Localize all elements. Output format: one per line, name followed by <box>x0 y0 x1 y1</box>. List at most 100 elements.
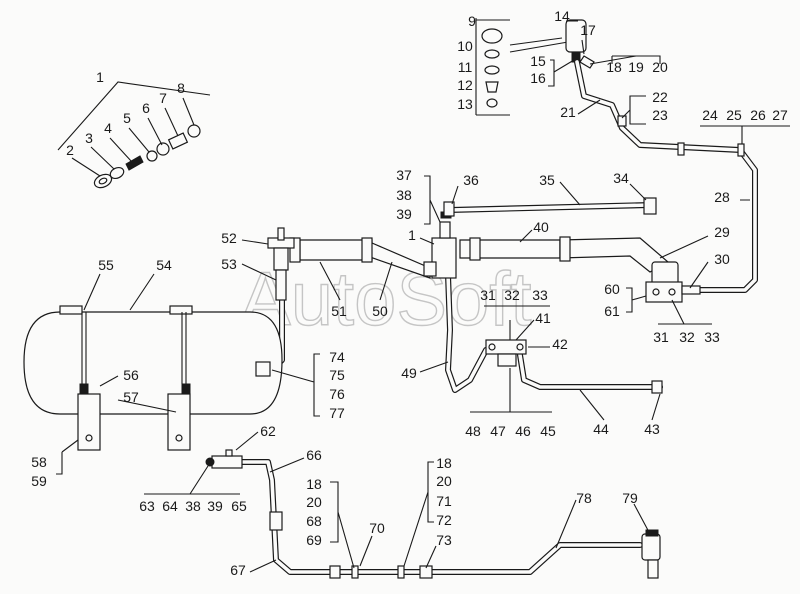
callout-p13: 13 <box>457 96 473 112</box>
callout-p38b: 38 <box>185 498 201 514</box>
callout-p37: 37 <box>396 167 412 183</box>
valve-kit-assembly <box>57 81 211 189</box>
callout-p53: 53 <box>221 256 237 272</box>
watermark: AutoSoft <box>240 257 532 342</box>
callout-p46: 46 <box>515 423 531 439</box>
callout-p61: 61 <box>604 303 620 319</box>
callout-p23: 23 <box>652 107 668 123</box>
callout-p76: 76 <box>329 386 345 402</box>
callout-p43: 43 <box>644 421 660 437</box>
callout-p18: 18 <box>606 59 622 75</box>
callout-p34: 34 <box>613 170 629 186</box>
callout-p39a: 39 <box>396 206 412 222</box>
callout-p29: 29 <box>714 224 730 240</box>
callout-p65: 65 <box>231 498 247 514</box>
callout-p68: 68 <box>306 513 322 529</box>
callout-p39b: 39 <box>207 498 223 514</box>
callout-p78: 78 <box>576 490 592 506</box>
main-air-hose <box>289 236 670 279</box>
callout-p33a: 33 <box>532 287 548 303</box>
callout-p6: 6 <box>142 100 150 116</box>
water-separator <box>485 320 527 367</box>
callout-p75: 75 <box>329 367 345 383</box>
callout-p28: 28 <box>714 189 730 205</box>
callout-p20c: 20 <box>436 473 452 489</box>
callout-p20b: 20 <box>306 494 322 510</box>
pipework <box>237 59 758 575</box>
callout-p42: 42 <box>552 336 568 352</box>
callout-p67: 67 <box>230 562 246 578</box>
callout-p22: 22 <box>652 89 668 105</box>
callout-p1b: 1 <box>408 227 416 243</box>
callout-p71: 71 <box>436 493 452 509</box>
coupling-head-79 <box>641 529 661 579</box>
callout-p62: 62 <box>260 423 276 439</box>
coupling-62 <box>205 449 243 469</box>
callout-p20: 20 <box>652 59 668 75</box>
callout-p12: 12 <box>457 77 473 93</box>
callout-p7: 7 <box>159 90 167 106</box>
tank-valve <box>267 227 295 301</box>
callout-p38a: 38 <box>396 187 412 203</box>
callout-p25: 25 <box>726 107 742 123</box>
callout-p55: 55 <box>98 257 114 273</box>
hose-end-34 <box>643 197 657 215</box>
callout-p5: 5 <box>123 110 131 126</box>
callout-p44: 44 <box>593 421 609 437</box>
callout-p9: 9 <box>468 13 476 29</box>
callout-p48: 48 <box>465 423 481 439</box>
callout-p31a: 31 <box>480 287 496 303</box>
callout-p49: 49 <box>401 365 417 381</box>
callout-p18b: 18 <box>306 476 322 492</box>
callout-p59: 59 <box>31 473 47 489</box>
callout-p47: 47 <box>490 423 506 439</box>
callout-p63: 63 <box>139 498 155 514</box>
filter-parts-group <box>475 18 569 116</box>
callout-p31b: 31 <box>653 329 669 345</box>
callout-p40: 40 <box>533 219 549 235</box>
callout-p15: 15 <box>530 53 546 69</box>
callout-p52: 52 <box>221 230 237 246</box>
callout-p10: 10 <box>457 38 473 54</box>
callout-p57: 57 <box>123 389 139 405</box>
callout-p35: 35 <box>539 172 555 188</box>
pressure-regulator <box>645 261 701 303</box>
reservoir-cup <box>565 19 595 69</box>
callout-p1: 1 <box>96 69 104 85</box>
callout-p27: 27 <box>772 107 788 123</box>
callout-p64: 64 <box>162 498 178 514</box>
callout-p30: 30 <box>714 251 730 267</box>
callout-p69: 69 <box>306 532 322 548</box>
callout-p33b: 33 <box>704 329 720 345</box>
callout-p18c: 18 <box>436 455 452 471</box>
callout-p24: 24 <box>702 107 718 123</box>
callout-p50: 50 <box>372 303 388 319</box>
callout-p19: 19 <box>628 59 644 75</box>
callout-p4: 4 <box>104 120 112 136</box>
callout-p79: 79 <box>622 490 638 506</box>
callout-p45: 45 <box>540 423 556 439</box>
callout-p26: 26 <box>750 107 766 123</box>
callout-p21: 21 <box>560 104 576 120</box>
callout-p11: 11 <box>458 59 473 75</box>
callout-p8: 8 <box>177 80 185 96</box>
callout-p32a: 32 <box>504 287 520 303</box>
callout-p54: 54 <box>156 257 172 273</box>
callout-p56: 56 <box>123 367 139 383</box>
callout-p16: 16 <box>530 70 546 86</box>
callout-p73: 73 <box>436 532 452 548</box>
callout-p32b: 32 <box>679 329 695 345</box>
pipe-clamps <box>269 115 745 579</box>
callout-p66: 66 <box>306 447 322 463</box>
callout-p51: 51 <box>331 303 347 319</box>
callout-p17: 17 <box>580 22 596 38</box>
leader-lines <box>56 20 790 573</box>
hose-end-36 <box>443 201 455 217</box>
callout-p36: 36 <box>463 172 479 188</box>
callout-p70: 70 <box>369 520 385 536</box>
callout-p60: 60 <box>604 281 620 297</box>
air-tank <box>23 305 283 451</box>
